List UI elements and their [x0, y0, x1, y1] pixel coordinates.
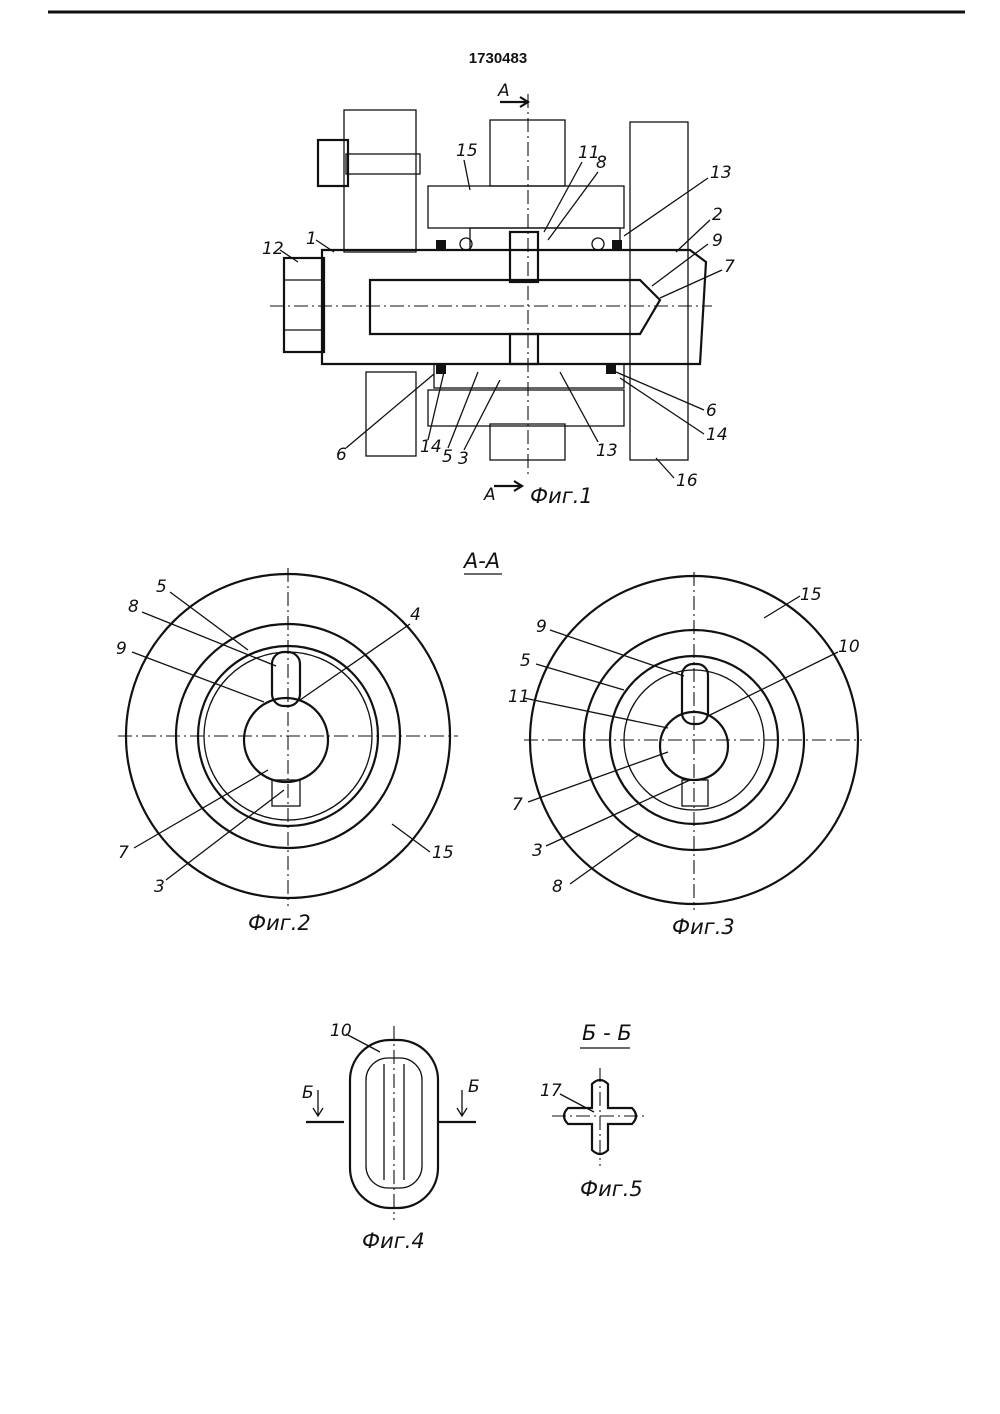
fig1-seal-14-left-bottom [436, 364, 446, 374]
fig2-label-4: 4 [410, 605, 421, 625]
fig1-bolt-head [316, 138, 350, 188]
fig5-section-label: Б - Б [582, 1021, 632, 1045]
fig4-caption: Фиг.4 [362, 1229, 425, 1253]
fig3-label-11: 8 [552, 877, 563, 897]
fig1-label-12: 12 [262, 239, 284, 259]
fig3-caption: Фиг.3 [672, 915, 735, 939]
fig4-section-mark-left: Б [302, 1083, 314, 1103]
fig1-longitudinal-section: А А 12 1 15 11 8 13 2 9 7 6 14 16 13 3 5… [262, 81, 735, 508]
fig2-label-9: 9 [116, 639, 127, 659]
fig2-cross-section: 5 8 9 4 7 3 15 Фиг.2 [116, 568, 458, 935]
fig1-seal-14-right-bottom [606, 364, 616, 374]
section-label-aa: А-А [462, 549, 500, 573]
fig1-nut-12 [282, 256, 326, 354]
fig2-pin-8 [270, 650, 302, 708]
fig1-label-5: 5 [442, 447, 453, 467]
fig1-label-13-top: 13 [710, 163, 732, 183]
fig3-label-10: 10 [838, 637, 860, 657]
fig1-axle-2 [320, 248, 708, 366]
fig2-label-5: 5 [156, 577, 167, 597]
fig3-cross-section: 15 10 9 5 11 7 3 8 Фиг.3 [508, 572, 862, 939]
fig1-label-13-bottom: 13 [596, 441, 618, 461]
fig2-pin-lower [271, 779, 301, 807]
fig5-section-bb: Б - Б 17 Фиг.5 [540, 1021, 648, 1201]
patent-number: 1730483 [469, 50, 527, 67]
fig2-filler-7 [242, 696, 330, 784]
fig2-label-3: 3 [154, 877, 165, 897]
fig1-label-1: 1 [306, 229, 317, 249]
fig1-label-2: 2 [712, 205, 723, 225]
fig1-label-15-top: 15 [456, 141, 478, 161]
fig1-label-3: 3 [458, 449, 469, 469]
fig1-sleeve-3 [433, 363, 625, 389]
fig2-label-7: 7 [118, 843, 129, 863]
fig3-label-8: 9 [536, 617, 547, 637]
fig1-label-14-left: 14 [420, 437, 442, 457]
fig1-caption: Фиг.1 [530, 484, 593, 508]
fig5-caption: Фиг.5 [580, 1177, 643, 1201]
fig1-label-8: 8 [596, 153, 607, 173]
fig1-bolt-shank [345, 153, 421, 175]
fig3-label-9: 11 [508, 687, 530, 707]
fig2-label-15: 15 [432, 843, 454, 863]
fig3-label-3: 3 [532, 841, 543, 861]
fig1-section-mark-top: А [497, 81, 510, 101]
fig1-pin-8 [508, 230, 540, 284]
fig1-seal-14-left-top [436, 240, 446, 250]
fig3-pin-lower [681, 779, 709, 807]
fig4-insert-view: Б Б 10 Фиг.4 [302, 1021, 480, 1253]
fig3-label-5: 5 [520, 651, 531, 671]
fig4-section-mark-right: Б [468, 1077, 480, 1097]
fig1-seal-14-right-top [612, 240, 622, 250]
fig1-label-9: 9 [712, 231, 723, 251]
fig3-pin-8 [680, 662, 710, 726]
fig1-label-7: 7 [724, 257, 735, 277]
fig2-label-8: 8 [128, 597, 139, 617]
fig1-label-16: 16 [676, 471, 698, 491]
fig1-left-wall-lower [365, 371, 417, 457]
fig1-filler-7 [368, 278, 662, 336]
fig3-label-7: 7 [512, 795, 523, 815]
fig1-label-6-right: 6 [706, 401, 717, 421]
fig2-caption: Фиг.2 [248, 911, 311, 935]
fig3-label-15: 15 [800, 585, 822, 605]
fig5-cross-profile-17 [562, 1078, 638, 1156]
fig1-gear-rim-lower [427, 389, 625, 427]
fig1-section-mark-bottom: А [483, 485, 496, 505]
fig1-label-14-right: 14 [706, 425, 728, 445]
fig1-pin-8-lower [508, 332, 540, 366]
fig1-label-6-left: 6 [336, 445, 347, 465]
fig5-label-17: 17 [540, 1081, 562, 1101]
fig1-label-11: 11 [578, 143, 600, 163]
fig1-left-wall-upper [343, 109, 417, 253]
fig4-label-10: 10 [330, 1021, 352, 1041]
fig1-gear-rim-upper [427, 185, 625, 229]
fig1-right-wall-16 [629, 121, 689, 461]
